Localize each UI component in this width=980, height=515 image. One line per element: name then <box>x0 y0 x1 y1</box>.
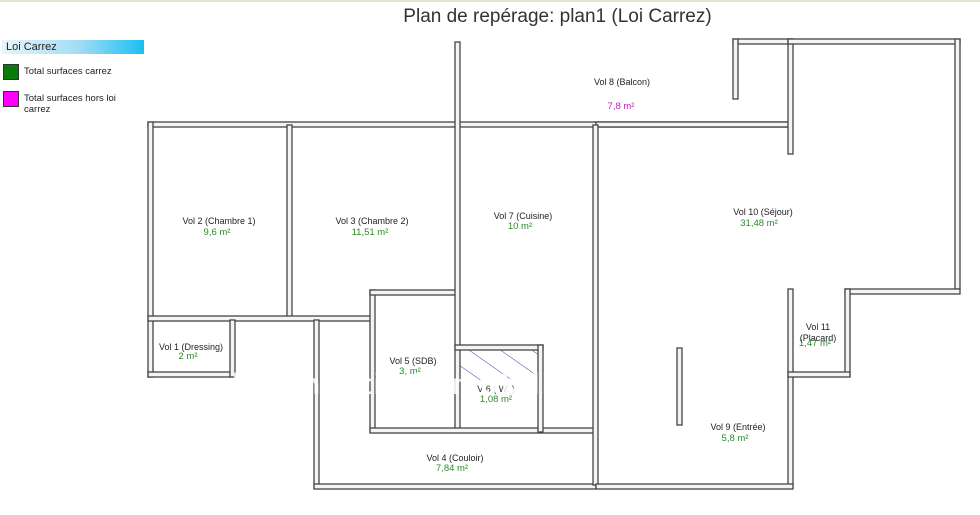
room-area: 11,51 m² <box>352 227 389 238</box>
wall-segment <box>787 371 851 378</box>
room-vol-1: Vol 1 (Dressing) 2 m² <box>159 342 223 362</box>
wall-segment <box>369 427 597 434</box>
wall-segment <box>844 288 961 295</box>
legend-swatch-carrez <box>3 64 19 80</box>
wall-segment <box>286 124 293 321</box>
legend-label: Total surfaces carrez <box>24 66 112 77</box>
wall-segment <box>787 38 961 45</box>
room-name: Vol 11(Placard) <box>800 322 837 343</box>
wall-segment <box>732 38 794 45</box>
room-vol-5: Vol 5 (SDB) 3, m² <box>389 356 436 377</box>
room-name: Vol 5 (SDB) <box>389 356 436 366</box>
wall-segment <box>313 483 597 490</box>
wall-segment <box>954 38 961 290</box>
room-name: Vol 3 (Chambre 2) <box>335 216 408 226</box>
room-vol-9: Vol 9 (Entrée) 5,8 m² <box>710 422 765 444</box>
room-vol-2: Vol 2 (Chambre 1) 9,6 m² <box>182 216 255 238</box>
room-area: 1,47 m² <box>799 338 831 349</box>
room-area: 9,6 m² <box>204 227 231 238</box>
wall-segment <box>454 344 544 351</box>
wall-segment <box>676 347 683 426</box>
wc-hatch <box>460 350 538 380</box>
wall-segment <box>313 319 320 489</box>
wall-segment <box>537 344 544 433</box>
wall-segment <box>595 483 794 490</box>
room-area: 31,48 m² <box>740 218 778 229</box>
room-area: 10 m² <box>508 221 532 232</box>
wall-segment <box>732 38 739 100</box>
room-name: Vol 7 (Cuisine) <box>494 211 553 221</box>
top-border <box>0 0 980 2</box>
wall-segment <box>147 121 154 378</box>
room-vol-7: Vol 7 (Cuisine) 10 m² <box>494 211 553 232</box>
room-vol-4: Vol 4 (Couloir) 7,84 m² <box>426 453 483 474</box>
room-vol-11: Vol 11(Placard) 1,47 m² <box>799 322 836 349</box>
wall-segment <box>147 371 234 378</box>
legend-label: Total surfaces hors loi carrez <box>24 93 116 115</box>
room-vol-6: V 6 ( W. ) 1,08 m² <box>477 384 515 405</box>
legend-swatch-hors-carrez <box>3 91 19 107</box>
room-area: 5,8 m² <box>722 433 749 444</box>
wall-segment <box>595 121 792 128</box>
room-area: 2 m² <box>179 351 198 362</box>
room-name: Vol 1 (Dressing) <box>159 342 223 352</box>
watermark: diag nostic immobilier <box>222 368 584 401</box>
wall-segment <box>229 319 236 378</box>
room-name: Vol 10 (Séjour) <box>733 207 793 217</box>
room-area: 1,08 m² <box>480 394 512 405</box>
wall-segment <box>369 289 459 296</box>
wall-segment <box>787 288 794 488</box>
room-name: V 6 ( W. ) <box>477 384 515 394</box>
room-area: 7,84 m² <box>436 463 468 474</box>
wall-segment <box>147 121 459 128</box>
wall-segment <box>787 38 794 155</box>
room-area: 3, m² <box>399 366 421 377</box>
room-name: Vol 8 (Balcon) <box>594 77 650 87</box>
room-vol-8: Vol 8 (Balcon) 7,8 m² <box>594 77 650 112</box>
wall-segment <box>592 124 599 486</box>
room-name: Vol 9 (Entrée) <box>710 422 765 432</box>
page-title: Plan de repérage: plan1 (Loi Carrez) <box>403 6 712 27</box>
room-name: Vol 4 (Couloir) <box>426 453 483 463</box>
room-name: Vol 2 (Chambre 1) <box>182 216 255 226</box>
room-vol-10: Vol 10 (Séjour) 31,48 m² <box>733 207 793 229</box>
wall-segment <box>844 288 851 377</box>
wall-segment <box>369 289 376 433</box>
legend-header: Loi Carrez <box>2 40 144 54</box>
walls <box>147 38 961 490</box>
room-vol-3: Vol 3 (Chambre 2) 11,51 m² <box>335 216 408 238</box>
room-area: 7,8 m² <box>608 101 635 112</box>
wall-segment <box>147 315 373 322</box>
